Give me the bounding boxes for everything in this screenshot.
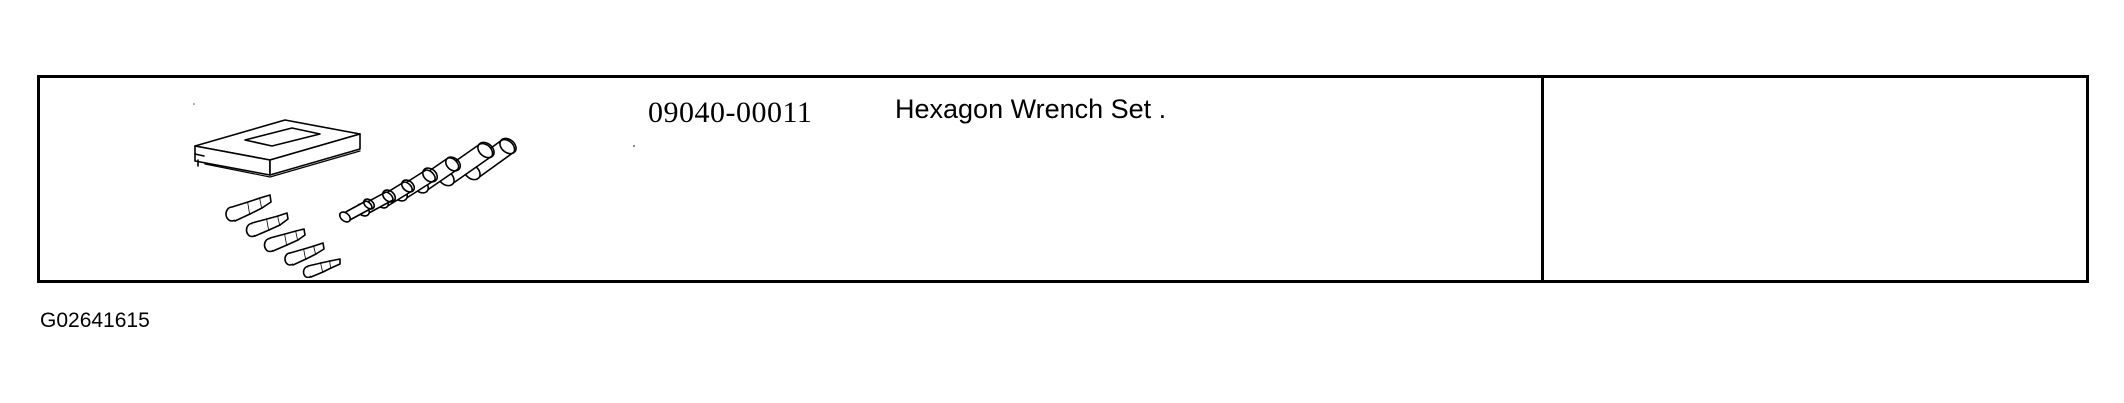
hexagon-wrench-set-icon (193, 103, 517, 278)
figure-code: G02641615 (40, 309, 150, 332)
empty-notes-cell (1544, 78, 2086, 280)
part-name: Hexagon Wrench Set . (895, 94, 1167, 124)
scan-speck (633, 145, 635, 147)
tool-description-cell: 09040-00011 Hexagon Wrench Set . (40, 78, 1544, 280)
tool-table: 09040-00011 Hexagon Wrench Set . (37, 75, 2089, 283)
part-number: 09040-00011 (648, 96, 813, 129)
